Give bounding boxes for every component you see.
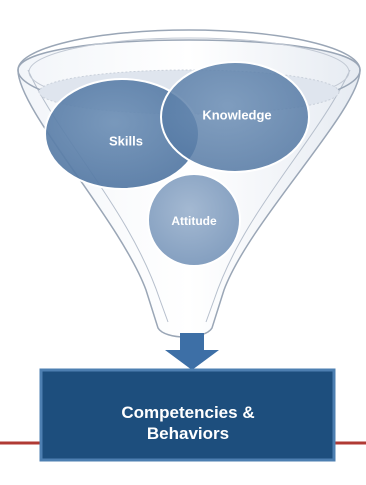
knowledge-label: Knowledge — [202, 107, 271, 122]
skills-label: Skills — [109, 133, 143, 148]
down-arrow-icon — [165, 333, 219, 370]
attitude-circle — [147, 173, 241, 267]
attitude-label: Attitude — [171, 214, 217, 228]
knowledge-circle — [160, 61, 310, 173]
competencies-label-line1: Competencies & — [121, 403, 254, 422]
competencies-label-line2: Behaviors — [147, 424, 229, 443]
competencies-box — [39, 368, 336, 462]
